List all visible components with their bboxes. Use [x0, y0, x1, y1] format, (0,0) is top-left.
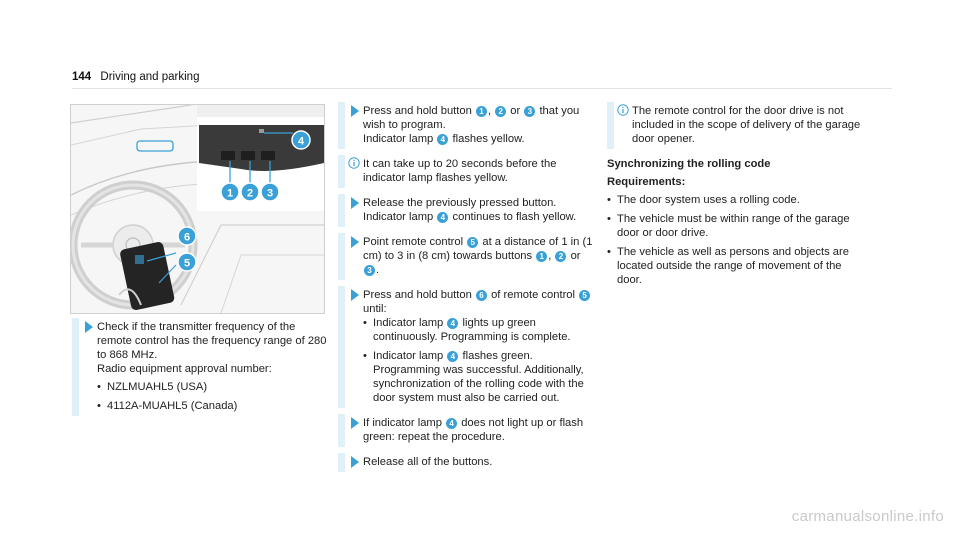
approval-number-canada: 4112A-MUAHL5 (Canada)	[97, 399, 328, 413]
badge-1: 1	[475, 106, 487, 117]
text: until:	[363, 303, 387, 315]
text: .	[376, 264, 380, 276]
badge-3: 3	[524, 106, 536, 117]
approval-label: Radio equipment approval number:	[97, 363, 272, 375]
callout-3: 3	[260, 182, 280, 202]
note-wait-time: It can take up to 20 seconds before the …	[338, 155, 594, 188]
text: lights up green continuously. Programmin…	[373, 317, 571, 343]
approval-number-usa: NZLMUAHL5 (USA)	[97, 380, 328, 394]
requirement-item: The door system uses a rolling code.	[607, 193, 865, 207]
note-text: The remote control for the door drive is…	[632, 105, 861, 145]
badge-4: 4	[437, 212, 449, 223]
text: or	[510, 105, 521, 117]
text: Indicator lamp	[373, 317, 444, 329]
section-title: Driving and parking	[100, 71, 200, 83]
section-heading: Synchronizing the rolling code	[607, 158, 771, 170]
dashboard-illustration: 1 2 3 4 5 6	[70, 104, 325, 314]
badge-6: 6	[475, 290, 487, 301]
page-header: 144 Driving and parking	[72, 71, 199, 83]
text: of remote control	[491, 289, 576, 301]
text: continues to flash yellow.	[452, 211, 577, 223]
requirement-item: The vehicle must be within range of the …	[607, 212, 865, 240]
result-green-flashing: Indicator lamp 4 flashes green. Programm…	[363, 349, 594, 405]
svg-text:2: 2	[247, 188, 253, 200]
badge-4: 4	[446, 418, 458, 429]
text: that you wish to program.	[363, 105, 580, 131]
text: If indicator lamp	[363, 417, 442, 429]
watermark: carmanualsonline.info	[791, 508, 944, 525]
callout-6: 6	[177, 226, 197, 246]
result-green-steady: Indicator lamp 4 lights up green continu…	[363, 316, 594, 344]
step-point-remote: Point remote control 5 at a distance of …	[338, 233, 594, 280]
text: Release the previously pressed button.	[363, 197, 557, 209]
text: flashes green. Programming was successfu…	[373, 350, 584, 404]
note-scope: The remote control for the door drive is…	[607, 102, 865, 149]
step-release-all: Release all of the buttons.	[338, 453, 594, 472]
badge-5: 5	[579, 290, 591, 301]
step-repeat: If indicator lamp 4 does not light up or…	[338, 414, 594, 447]
requirements-label: Requirements:	[607, 176, 686, 188]
text: Press and hold button	[363, 105, 472, 117]
step-arrow-icon	[84, 320, 94, 334]
badge-5: 5	[467, 237, 479, 248]
header-divider	[72, 88, 892, 89]
badge-4: 4	[447, 351, 459, 362]
text: does not light up or flash green: repeat…	[363, 417, 584, 443]
text: or	[570, 250, 581, 262]
badge-1: 1	[536, 251, 548, 262]
text: Indicator lamp	[363, 133, 434, 145]
step-arrow-icon	[350, 196, 360, 210]
callout-1: 1	[220, 182, 240, 202]
note-text: It can take up to 20 seconds before the …	[363, 158, 557, 184]
step-text: Check if the transmitter frequency of th…	[97, 321, 327, 361]
step-arrow-icon	[350, 288, 360, 302]
step-arrow-icon	[350, 416, 360, 430]
step-release-button: Release the previously pressed button. I…	[338, 194, 594, 227]
badge-3: 3	[364, 265, 375, 276]
step-arrow-icon	[350, 235, 360, 249]
text: ,	[487, 105, 492, 117]
svg-text:1: 1	[227, 188, 233, 200]
badge-4: 4	[447, 318, 459, 329]
column-1: Check if the transmitter frequency of th…	[72, 318, 328, 424]
interior-drawing: 1 2 3 4 5 6	[71, 105, 324, 313]
column-3: The remote control for the door drive is…	[607, 102, 865, 292]
text: at a distance of 1 in (1 cm) to 3 in (8 …	[363, 236, 593, 262]
info-icon	[617, 104, 629, 116]
step-check-frequency: Check if the transmitter frequency of th…	[72, 318, 328, 416]
text: Indicator lamp	[363, 211, 434, 223]
text: Indicator lamp	[373, 350, 444, 362]
step-arrow-icon	[350, 104, 360, 118]
step-program-remote: Press and hold button 6 of remote contro…	[338, 286, 594, 408]
badge-4: 4	[437, 134, 449, 145]
callout-4: 4	[291, 130, 311, 150]
page-number: 144	[72, 71, 92, 83]
step-text: Release all of the buttons.	[363, 456, 493, 468]
text: ,	[548, 250, 552, 262]
requirement-item: The vehicle as well as persons and objec…	[607, 245, 865, 287]
callout-5: 5	[177, 252, 197, 272]
svg-text:4: 4	[298, 136, 305, 148]
column-2: Press and hold button 1, 2 or 3 that you…	[338, 102, 594, 480]
svg-text:5: 5	[184, 258, 190, 270]
text: Press and hold button	[363, 289, 472, 301]
svg-text:3: 3	[267, 188, 273, 200]
step-press-hold: Press and hold button 1, 2 or 3 that you…	[338, 102, 594, 149]
step-arrow-icon	[350, 455, 360, 469]
text: flashes yellow.	[452, 133, 525, 145]
badge-2: 2	[555, 251, 567, 262]
text: Point remote control	[363, 236, 464, 248]
callout-2: 2	[240, 182, 260, 202]
svg-text:6: 6	[184, 232, 190, 244]
requirements-list: The door system uses a rolling code. The…	[607, 193, 865, 287]
info-icon	[348, 157, 360, 169]
badge-2: 2	[495, 106, 507, 117]
